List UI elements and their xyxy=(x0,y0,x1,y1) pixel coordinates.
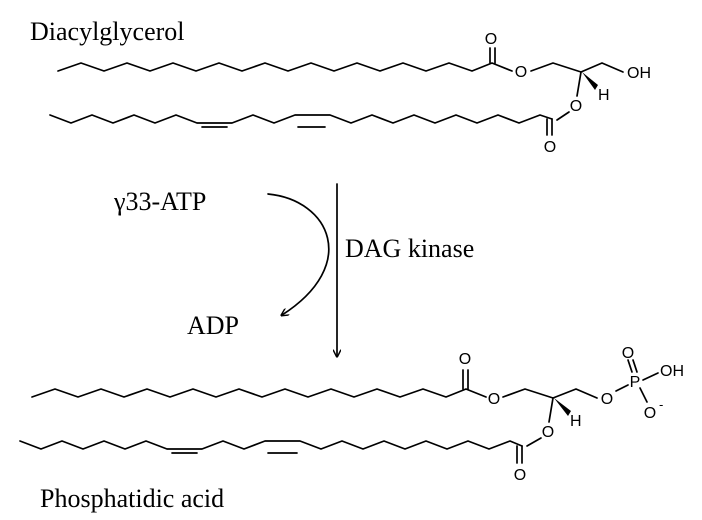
diacylglycerol-structure xyxy=(49,47,624,136)
pa-p-doubleo-bond-b xyxy=(632,359,638,373)
dag-glycerol-backbone xyxy=(530,62,624,73)
enzyme-label: DAG kinase xyxy=(345,234,474,263)
atp-label: γ33-ATP xyxy=(113,187,206,216)
dag-stereo-h: H xyxy=(598,87,610,104)
cofactor-curved-arrow xyxy=(267,193,330,315)
pa-carbonyl-o-2: O xyxy=(514,467,526,484)
dag-acyl-chain-2 xyxy=(49,114,553,124)
dag-stereo-wedge xyxy=(582,72,598,90)
pa-carbonyl-o-1: O xyxy=(459,351,471,368)
dag-ester-o-2: O xyxy=(570,98,582,115)
pa-p-oh-bond xyxy=(642,372,659,381)
pa-ester-bond-2 xyxy=(548,397,554,423)
pa-phosphorus: P xyxy=(630,374,641,391)
diacylglycerol-name: Diacylglycerol xyxy=(30,17,185,46)
dag-carbonyl-o-1: O xyxy=(485,31,497,48)
pa-p-doubleo-bond-a xyxy=(627,359,633,373)
pa-phosphate-link-o: O xyxy=(601,391,613,408)
pa-glycerol-backbone xyxy=(502,388,598,399)
pa-acyl-chain-2 xyxy=(19,440,523,450)
pa-phosphate-oh: OH xyxy=(660,363,684,380)
pa-phosphate-o-minus: O xyxy=(644,405,656,422)
dag-ester-link-2 xyxy=(556,111,570,121)
pa-p-ominus-bond xyxy=(639,387,648,403)
pa-ester-link-2 xyxy=(526,437,542,447)
pa-negative-charge: - xyxy=(659,397,663,412)
pa-acyl-chain-1 xyxy=(31,388,487,398)
dag-hydroxyl-label: OH xyxy=(627,65,651,82)
dag-ester-o-1: O xyxy=(515,64,527,81)
phosphatidic-acid-name: Phosphatidic acid xyxy=(40,484,224,513)
pa-ester-o-2: O xyxy=(542,424,554,441)
dag-carbonyl-o-2: O xyxy=(544,139,556,156)
pa-ester-o-1: O xyxy=(488,391,500,408)
pa-phosphate-double-o: O xyxy=(622,345,634,362)
pa-stereo-wedge xyxy=(554,398,571,416)
phosphatidic-acid-structure xyxy=(19,359,659,464)
pa-o-p-bond xyxy=(615,384,629,392)
pa-stereo-h: H xyxy=(570,413,582,430)
dag-ester-bond-2 xyxy=(576,71,582,97)
dag-acyl-chain-1 xyxy=(57,62,513,72)
adp-label: ADP xyxy=(187,311,239,340)
